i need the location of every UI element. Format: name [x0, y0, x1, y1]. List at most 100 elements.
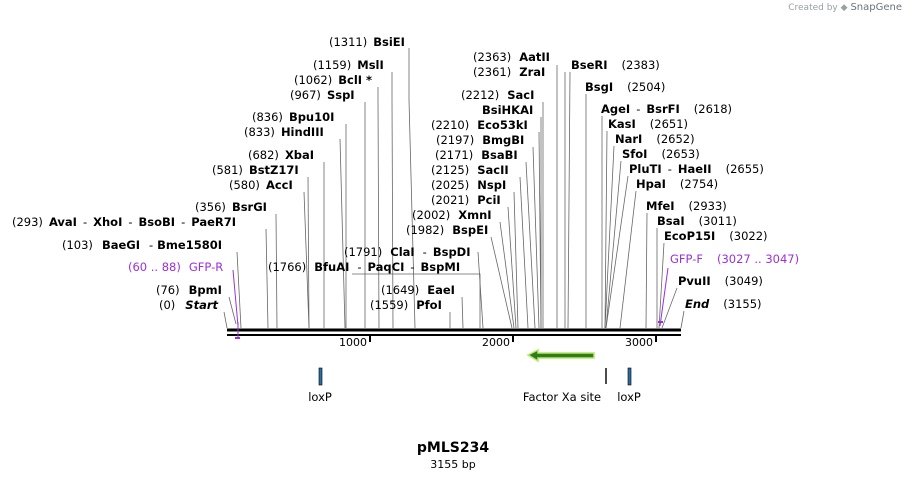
enzyme-nspi: NspI [477, 178, 506, 192]
svg-text:(2125)SacII: (2125)SacII [431, 163, 509, 177]
enzyme-aatii: AatII [519, 50, 550, 64]
enzyme-bspdi: BspDI [433, 245, 471, 259]
enzyme-bfuai: BfuAI [314, 260, 349, 274]
enzyme-bsrfi: BsrFI [646, 102, 679, 116]
enzyme-paer7i: PaeR7I [191, 215, 236, 229]
svg-text:(2197)BmgBI: (2197)BmgBI [436, 133, 524, 147]
site-pos: (1311) [329, 35, 367, 49]
svg-text:GFP-F(3027 .. 3047): GFP-F(3027 .. 3047) [670, 252, 799, 266]
svg-text:NarI(2652): NarI(2652) [615, 132, 695, 146]
svg-text:KasI(2651): KasI(2651) [608, 117, 688, 131]
feature-loxp-1: loxP [308, 390, 332, 404]
backbone [227, 328, 681, 336]
enzyme-labels-right: BseRI(2383) BsgI(2504) AgeI-BsrFI(2618) … [571, 58, 799, 311]
svg-text:(293)AvaI-XhoI-BsoBI-PaeR7I: (293)AvaI-XhoI-BsoBI-PaeR7I [12, 215, 236, 229]
loxp-marker-2 [627, 367, 632, 386]
svg-text:(1791)ClaI-BspDI: (1791)ClaI-BspDI [344, 245, 471, 259]
enzyme-sspi: SspI [327, 88, 355, 102]
enzyme-pcii: PciI [477, 193, 500, 207]
tick-marks: 1000 2000 3000 [339, 335, 657, 349]
enzyme-sfoi: SfoI [622, 147, 647, 161]
tick-1000: 1000 [339, 336, 367, 349]
enzyme-labels-middle: (1766)BfuAI-PaqCI-BspMI (1791)ClaI-BspDI… [268, 50, 550, 312]
enzyme-bsihkai: BsiHKAI [482, 103, 533, 117]
primer-gfp-f: GFP-F [670, 252, 703, 266]
enzyme-bsobi: BsoBI [139, 215, 176, 229]
svg-text:(580)AccI: (580)AccI [229, 178, 293, 192]
svg-text:BsaI(3011): BsaI(3011) [657, 214, 737, 228]
enzyme-saci: SacI [507, 88, 534, 102]
enzyme-leader-lines [223, 48, 685, 329]
svg-text:MfeI(2933): MfeI(2933) [646, 199, 727, 213]
enzyme-paqci: PaqCI [368, 260, 405, 274]
svg-text:(2363)AatII: (2363)AatII [473, 50, 550, 64]
svg-text:(1159)MslI: (1159)MslI [313, 58, 384, 72]
credit-brand: SnapGene [850, 2, 902, 13]
svg-text:(2025)NspI: (2025)NspI [431, 178, 506, 192]
primer-gfp-r: GFP-R [189, 260, 223, 274]
enzyme-zrai: ZraI [519, 65, 545, 79]
svg-text:SfoI(2653): SfoI(2653) [622, 147, 700, 161]
tick-2000: 2000 [482, 336, 510, 349]
enzyme-msli: MslI [357, 58, 384, 72]
tick-3000: 3000 [625, 336, 653, 349]
svg-text:PvuII(3049): PvuII(3049) [678, 274, 763, 288]
svg-text:(682)XbaI: (682)XbaI [248, 148, 314, 162]
svg-text:(2171)BsaBI: (2171)BsaBI [435, 148, 518, 162]
svg-text:End(3155): End(3155) [685, 297, 762, 311]
loxp-marker-1 [318, 367, 323, 386]
svg-text:(0)Start: (0)Start [159, 298, 219, 312]
svg-text:(2210)Eco53kI: (2210)Eco53kI [431, 118, 528, 132]
svg-text:(2361)ZraI: (2361)ZraI [473, 65, 545, 79]
svg-text:(76)BpmI: (76)BpmI [156, 283, 222, 297]
enzyme-bspmi: BspMI [421, 260, 461, 274]
svg-text:BseRI(2383): BseRI(2383) [571, 58, 660, 72]
enzyme-sacii: SacII [477, 163, 508, 177]
svg-text:(1311)BsiEI: (1311)BsiEI [329, 35, 405, 49]
plasmid-name: pMLS234 [416, 440, 490, 456]
svg-text:EcoP15I(3022): EcoP15I(3022) [664, 229, 768, 243]
enzyme-xhoi: XhoI [93, 215, 122, 229]
enzyme-bsabi: BsaBI [481, 148, 517, 162]
svg-text:BsgI(2504): BsgI(2504) [585, 80, 665, 94]
enzyme-baegi: BaeGI [102, 238, 140, 252]
svg-text:AgeI-BsrFI(2618): AgeI-BsrFI(2618) [601, 102, 732, 116]
svg-text:(2021)PciI: (2021)PciI [431, 193, 501, 207]
enzyme-haeii: HaeII [678, 162, 712, 176]
enzyme-xmni: XmnI [458, 208, 491, 222]
enzyme-pvuii: PvuII [678, 274, 711, 288]
svg-text:(356)BsrGI: (356)BsrGI [195, 200, 267, 214]
enzyme-bsrgi: BsrGI [232, 200, 267, 214]
enzyme-bpmi: BpmI [189, 283, 222, 297]
svg-text:(1766)BfuAI-PaqCI-BspMI: (1766)BfuAI-PaqCI-BspMI [268, 260, 460, 274]
credit-prefix: Created by [788, 3, 838, 13]
enzyme-pfoi: PfoI [416, 298, 442, 312]
enzyme-hindiii: HindIII [281, 125, 324, 139]
enzyme-bspei: BspEI [452, 223, 488, 237]
enzyme-hpai: HpaI [636, 177, 666, 191]
enzyme-bsai: BsaI [657, 214, 685, 228]
svg-text:(1649)EaeI: (1649)EaeI [381, 283, 455, 297]
svg-text:(60 .. 88)GFP-R: (60 .. 88)GFP-R [128, 260, 223, 274]
enzyme-bstz17i: BstZ17I [249, 163, 299, 177]
snapgene-logo-icon: ◆ [840, 3, 848, 13]
features: loxP Factor Xa site loxP [308, 348, 641, 404]
enzyme-bmgbi: BmgBI [482, 133, 524, 147]
enzyme-bsgi: BsgI [585, 80, 613, 94]
enzyme-bpu10i: Bpu10I [289, 110, 334, 124]
feature-loxp-2: loxP [617, 390, 641, 404]
svg-text:(581)BstZ17I: (581)BstZ17I [212, 163, 299, 177]
enzyme-avai: AvaI [49, 215, 77, 229]
enzyme-ecop15i: EcoP15I [664, 229, 715, 243]
svg-text:(2002)XmnI: (2002)XmnI [412, 208, 492, 222]
enzyme-eco53ki: Eco53kI [477, 118, 528, 132]
svg-text:HpaI(2754): HpaI(2754) [636, 177, 718, 191]
svg-text:(1062)BclI *: (1062)BclI * [294, 73, 372, 87]
feature-arrow [526, 348, 595, 363]
end-label: End [685, 297, 710, 311]
svg-text:(967)SspI: (967)SspI [290, 88, 355, 102]
enzyme-xbai: XbaI [285, 148, 314, 162]
feature-factor-xa: Factor Xa site [523, 390, 601, 404]
start-label: Start [185, 298, 218, 312]
